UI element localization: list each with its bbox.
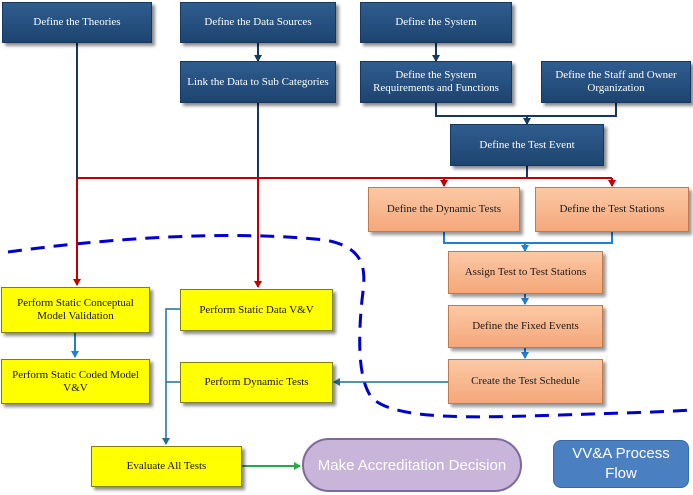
define-staff-box[interactable]: Define the Staff and Owner Organization: [541, 61, 691, 103]
accreditation-decision-oval[interactable]: Make Accreditation Decision: [302, 438, 522, 492]
define-fixed-events-label: Define the Fixed Events: [472, 320, 579, 332]
dashed-boundary-curve: [7, 234, 691, 419]
create-schedule-label: Create the Test Schedule: [471, 375, 580, 387]
connector-dynamic-tests-to-assign: [443, 232, 525, 244]
connector-test-stations-to-assign: [525, 232, 613, 244]
static-coded-label: Perform Static Coded Model V&V: [12, 368, 139, 394]
define-test-event-label: Define the Test Event: [479, 138, 575, 151]
static-data-box[interactable]: Perform Static Data V&V: [180, 289, 333, 331]
assign-tests-label: Assign Test to Test Stations: [464, 266, 587, 278]
define-dynamic-tests-box[interactable]: Define the Dynamic Tests: [368, 187, 520, 232]
define-dynamic-tests-label: Define the Dynamic Tests: [386, 203, 502, 215]
link-data-label: Link the Data to Sub Categories: [187, 75, 329, 88]
connector-requirements-to-test-event: [435, 103, 527, 117]
connector-staff-to-test-event: [527, 103, 617, 117]
link-data-box[interactable]: Link the Data to Sub Categories: [180, 61, 336, 103]
define-staff-label: Define the Staff and Owner Organization: [555, 69, 677, 94]
define-requirements-box[interactable]: Define the System Requirements and Funct…: [360, 61, 512, 103]
static-coded-box[interactable]: Perform Static Coded Model V&V: [1, 359, 150, 404]
evaluate-all-box[interactable]: Evaluate All Tests: [91, 446, 242, 487]
define-test-event-box[interactable]: Define the Test Event: [450, 124, 604, 166]
define-fixed-events-box[interactable]: Define the Fixed Events: [448, 305, 603, 348]
static-conceptual-label: Perform Static Conceptual Model Validati…: [17, 297, 134, 322]
accreditation-decision-label: Make Accreditation Decision: [317, 456, 507, 474]
evaluate-all-label: Evaluate All Tests: [126, 460, 207, 472]
define-theories-label: Define the Theories: [33, 16, 121, 28]
assign-tests-box[interactable]: Assign Test to Test Stations: [448, 251, 603, 294]
define-data-sources-box[interactable]: Define the Data Sources: [180, 2, 336, 43]
define-theories-box[interactable]: Define the Theories: [2, 2, 152, 43]
static-conceptual-box[interactable]: Perform Static Conceptual Model Validati…: [1, 287, 150, 333]
process-title-label: VV&A Process Flow: [572, 445, 670, 482]
define-test-stations-label: Define the Test Stations: [559, 203, 665, 215]
process-title-box: VV&A Process Flow: [553, 440, 689, 488]
static-data-label: Perform Static Data V&V: [199, 303, 314, 316]
create-schedule-box[interactable]: Create the Test Schedule: [448, 359, 603, 404]
define-test-stations-box[interactable]: Define the Test Stations: [535, 187, 689, 232]
define-system-label: Define the System: [395, 16, 477, 28]
define-requirements-label: Define the System Requirements and Funct…: [373, 69, 499, 94]
dynamic-tests-label: Perform Dynamic Tests: [204, 376, 309, 388]
define-system-box[interactable]: Define the System: [360, 2, 512, 43]
dynamic-tests-box[interactable]: Perform Dynamic Tests: [180, 362, 333, 403]
define-data-sources-label: Define the Data Sources: [204, 16, 312, 28]
connector-static-data-to-evaluate: [162, 308, 180, 445]
